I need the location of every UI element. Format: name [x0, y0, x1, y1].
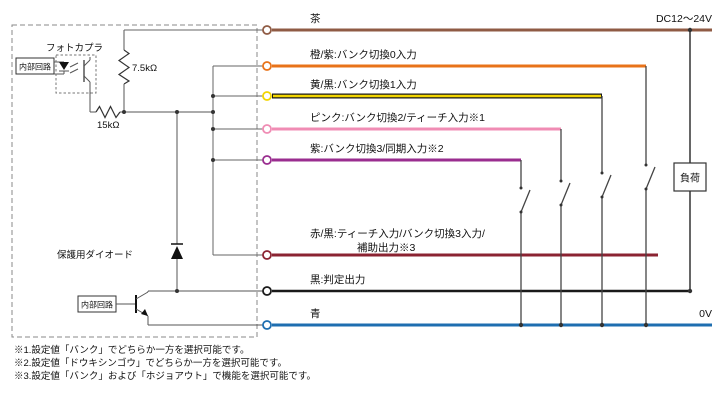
load-box — [673, 162, 707, 192]
switch-lever — [560, 182, 571, 206]
external-switches — [518, 66, 656, 328]
yellow-wire-label: 黄/黒:バンク切換1入力 — [310, 78, 417, 91]
transistor-collector — [135, 291, 149, 300]
junction-dot — [211, 110, 215, 114]
led-triangle — [59, 62, 69, 70]
internal-circuit-region: フォトカプラ 内部回路 7.5kΩ — [11, 24, 263, 338]
red-black-wire-label-line1: 赤/黒:ティーチ入力/バンク切換3入力/ — [310, 227, 485, 240]
switch-contact-dot — [559, 179, 563, 183]
load-branch: 負荷 — [673, 27, 707, 294]
red-black-wire-label-line2: 補助出力※3 — [357, 241, 415, 254]
footnotes: ※1.設定値「バンク」でどちらか一方を選択可能です。 ※2.設定値「ドウキシンゴ… — [14, 344, 316, 382]
footnote-1: ※1.設定値「バンク」でどちらか一方を選択可能です。 — [14, 344, 249, 356]
photocoupler-label: フォトカプラ — [46, 43, 103, 54]
phototransistor-collector — [83, 59, 91, 67]
switch-contact-dot — [519, 210, 523, 214]
junction-dot — [211, 127, 215, 131]
switch-contact-dot — [644, 163, 648, 167]
terminal-yellow — [262, 91, 272, 101]
junction-dot — [643, 322, 649, 328]
load-label: 負荷 — [680, 173, 700, 185]
junction-dot — [211, 94, 215, 98]
resistor-15k: 15kΩ — [90, 105, 213, 131]
resistor-7k5-zigzag — [117, 49, 131, 85]
transistor-emitter-arrow — [141, 309, 148, 316]
zero-volt-label: 0V — [699, 308, 712, 320]
switch-bank2 — [559, 129, 571, 325]
light-arrow-1 — [69, 62, 79, 68]
switch-lever — [520, 189, 531, 213]
light-arrow-2 — [69, 68, 79, 74]
junction-dot — [211, 158, 215, 162]
wires — [272, 28, 712, 327]
protection-diode-label: 保護用ダイオード — [57, 249, 133, 261]
junction-dot — [518, 322, 524, 328]
footnote-3: ※3.設定値「バンク」および「ホジョアウト」で機能を選択可能です。 — [14, 370, 316, 382]
terminal-purple — [262, 155, 272, 165]
purple-wire-label: 紫:バンク切換3/同期入力※2 — [310, 142, 444, 155]
supply-voltage-label: DC12～24V — [656, 13, 712, 25]
switch-lever — [601, 174, 612, 198]
pink-wire-label: ピンク:バンク切換2/ティーチ入力※1 — [310, 111, 485, 124]
switch-contact-dot — [600, 171, 604, 175]
footnote-2: ※2.設定値「ドウキシンゴウ」でどちらか一方を選択可能です。 — [14, 357, 287, 369]
terminal-pink — [262, 124, 272, 134]
terminal-brown — [262, 25, 272, 35]
switch-lever — [645, 166, 656, 190]
terminal-orange — [262, 61, 272, 71]
protection-diode-triangle — [171, 246, 183, 259]
zero-volt-junctions — [518, 322, 649, 328]
switch-bank0 — [644, 66, 656, 325]
junction-dot — [122, 110, 126, 114]
phototransistor-emitter — [83, 75, 91, 83]
terminal-red-black — [262, 250, 272, 260]
switch-contact-dot — [600, 195, 604, 199]
black-wire-label: 黒:判定出力 — [310, 273, 365, 286]
switch-bank3 — [519, 160, 531, 325]
switch-contact-dot — [519, 186, 523, 190]
switch-bank1 — [600, 96, 612, 325]
junction-dot — [687, 288, 693, 294]
junction-dot — [599, 322, 605, 328]
photocoupler-icon — [55, 54, 97, 112]
resistor-7k5: 7.5kΩ — [117, 30, 157, 112]
protection-diode: 保護用ダイオード — [57, 112, 183, 291]
junction-dot — [175, 289, 179, 293]
resistor-15k-label: 15kΩ — [97, 120, 119, 131]
internal-circuit-box-top-label: 内部回路 — [19, 62, 51, 72]
switch-contact-dot — [644, 187, 648, 191]
internal-circuit-box-bottom: 内部回路 — [77, 295, 117, 313]
junction-dot — [175, 110, 179, 114]
brown-wire-label: 茶 — [310, 12, 321, 25]
terminal-black — [262, 286, 272, 296]
blue-wire-label: 青 — [310, 307, 321, 320]
internal-circuit-box-bottom-label: 内部回路 — [81, 300, 113, 310]
resistor-15k-zigzag — [95, 105, 121, 119]
internal-circuit-box-top-frame — [15, 57, 55, 75]
resistor-7k5-label: 7.5kΩ — [132, 63, 157, 74]
internal-junction-dots — [122, 94, 215, 293]
photocoupler-outline — [55, 54, 97, 94]
internal-circuit-box-top: 内部回路 — [15, 57, 64, 75]
output-transistor — [116, 290, 263, 326]
wire-labels: 茶 DC12～24V 橙/紫:バンク切換0入力 黄/黒:バンク切換1入力 ピンク… — [310, 12, 712, 320]
terminal-blue — [262, 320, 272, 330]
internal-circuit-dashed-box — [11, 24, 258, 338]
junction-dot — [558, 322, 564, 328]
switch-contact-dot — [559, 203, 563, 207]
junction-dot — [687, 27, 693, 33]
orange-wire-label: 橙/紫:バンク切換0入力 — [310, 48, 417, 61]
terminals — [262, 25, 272, 330]
